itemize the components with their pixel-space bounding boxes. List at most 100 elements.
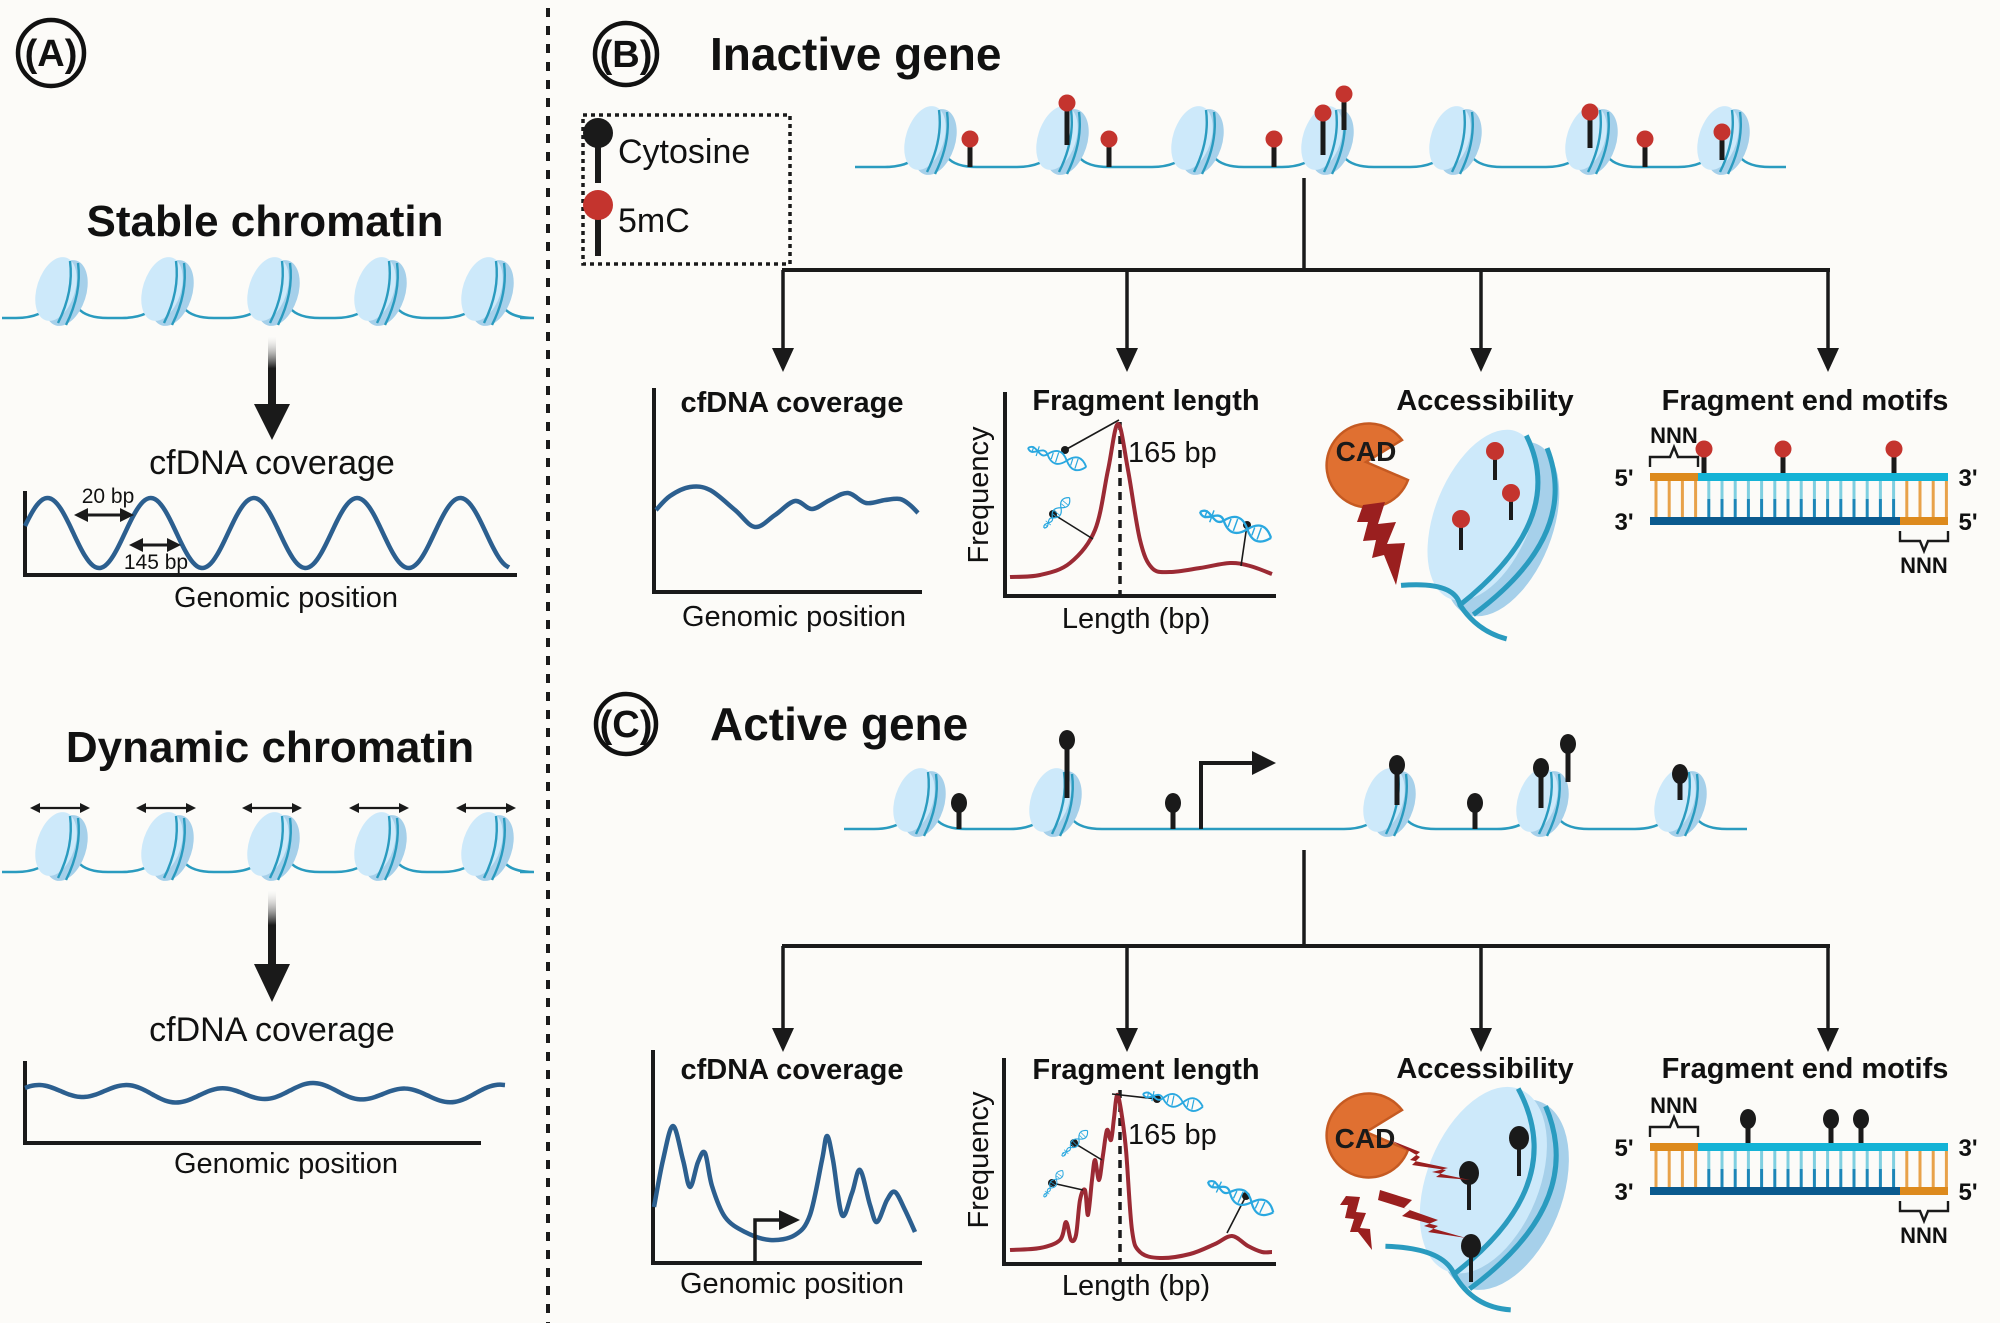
nucleosome-icon	[1162, 99, 1233, 182]
c-length-xlabel: Length (bp)	[1062, 1270, 1210, 1302]
linker-dna	[844, 812, 1747, 831]
dna-fragment-icon	[1196, 503, 1275, 547]
legend-box	[581, 113, 792, 266]
stable-coverage-chart: 20 bp 145 bp	[22, 485, 517, 577]
cytosine-mark-icon	[1672, 764, 1688, 784]
motif-brace-bottom	[1898, 1201, 1950, 1225]
active-gene-chromatin	[844, 730, 1747, 844]
panel-b-badge	[592, 20, 660, 88]
inactive-gene-title: Inactive gene	[710, 28, 1001, 80]
linker-dna	[2, 855, 535, 874]
strand-end-label: 3'	[1958, 1135, 1977, 1162]
b-coverage-title: cfDNA coverage	[681, 387, 904, 419]
c-coverage-curve	[651, 1123, 918, 1243]
strand-end-label: 5'	[1958, 1179, 1977, 1206]
cut-site-icon	[1340, 1196, 1372, 1250]
dynamic-chromatin-fiber	[2, 805, 535, 888]
dynamic-coverage-chart	[23, 1061, 506, 1145]
motif-top-segment	[1650, 1143, 1698, 1151]
motif-brace-bottom	[1898, 531, 1950, 555]
nucleosome-icon	[26, 805, 97, 888]
tss-arrow-icon	[753, 1218, 790, 1262]
nucleosome-icon	[238, 250, 309, 333]
b-length-ylabel: Frequency	[963, 426, 995, 564]
b-coverage-xlabel: Genomic position	[682, 601, 906, 633]
dna-fragment-icon	[1058, 1127, 1091, 1160]
motif-bottom-segment	[1900, 517, 1948, 525]
down-arrow-icon	[1817, 1028, 1839, 1052]
dynamic-xaxis-label: Genomic position	[174, 1148, 398, 1180]
methyl-mark-icon	[1713, 123, 1731, 141]
b-accessibility-illustration: CAD	[1325, 422, 1560, 642]
b-length-chart	[1003, 392, 1276, 598]
cytosine-mark-icon	[1853, 1109, 1869, 1129]
stable-coverage-curve	[22, 495, 511, 571]
cad-enzyme-icon	[1325, 1092, 1410, 1179]
c-accessibility-illustration: CAD	[1325, 1086, 1569, 1313]
legend: Cytosine 5mC	[581, 113, 792, 266]
cytosine-mark-icon	[1389, 755, 1405, 775]
dna-fragment-icon	[1025, 441, 1090, 474]
right-arrow-icon	[186, 803, 196, 813]
b-length-curve	[1009, 421, 1273, 579]
cytosine-mark-icon	[1059, 730, 1075, 750]
left-arrow-icon	[349, 803, 359, 813]
active-branch-connector	[772, 850, 1839, 1052]
panel-c-badge	[593, 691, 659, 757]
down-arrow-icon	[772, 1028, 794, 1052]
dynamic-chromatin-title: Dynamic chromatin	[66, 723, 474, 772]
methyl-mark-icon	[1100, 130, 1118, 148]
c-coverage-title: cfDNA coverage	[681, 1054, 904, 1086]
b-coverage-chart	[652, 388, 922, 594]
strand-end-label: 5'	[1958, 509, 1977, 536]
bottom-strand	[1650, 1187, 1900, 1195]
methyl-mark-icon	[1885, 440, 1903, 458]
tss-arrowhead-icon	[779, 1210, 800, 1230]
motif-brace-top	[1648, 443, 1700, 467]
nucleosome-movement-arrows	[30, 803, 516, 813]
c-motif-title: Fragment end motifs	[1662, 1053, 1949, 1085]
methyl-mark-icon	[1774, 440, 1792, 458]
motif-label-top: NNN	[1650, 1093, 1698, 1118]
dynamic-coverage-curve	[24, 1080, 506, 1105]
right-arrow-icon	[80, 803, 90, 813]
methyl-mark-icon	[1581, 103, 1599, 121]
motif-label-top: NNN	[1650, 423, 1698, 448]
b-motif-title: Fragment end motifs	[1662, 385, 1949, 417]
inactive-gene-chromatin	[855, 85, 1786, 182]
left-arrow-icon	[242, 803, 252, 813]
methyl-mark-icon	[1265, 130, 1283, 148]
nucleosome-icon	[452, 250, 523, 333]
nucleosome-icon	[26, 250, 97, 333]
nucleosome-icon	[452, 805, 523, 888]
c-length-ylabel: Frequency	[963, 1091, 995, 1229]
down-arrow-icon	[772, 348, 794, 372]
c-length-chart	[1002, 1058, 1278, 1266]
linker-length-label: 20 bp	[82, 485, 135, 508]
c-length-curve	[1009, 1092, 1273, 1261]
cytosine-mark-icon	[951, 793, 967, 813]
panel-a: (A) Stable chromatin cfDNA coverage 20 b…	[2, 17, 535, 1180]
stable-chromatin-title: Stable chromatin	[87, 197, 444, 246]
left-arrow-icon	[456, 803, 466, 813]
panel-b-label: (B)	[600, 34, 653, 76]
dynamic-coverage-title: cfDNA coverage	[149, 1011, 395, 1049]
nucleosome-icon	[884, 761, 955, 844]
nucleosome-icon	[132, 250, 203, 333]
methyl-mark-icon	[1636, 130, 1654, 148]
c-coverage-chart	[651, 1050, 922, 1265]
b-length-xlabel: Length (bp)	[1062, 603, 1210, 635]
cytosine-mark-icon	[1467, 793, 1483, 813]
strand-end-label: 3'	[1958, 465, 1977, 492]
down-arrow-icon	[1470, 348, 1492, 372]
nucleosome-length-arrow	[129, 538, 181, 552]
down-arrow-icon	[254, 964, 290, 1002]
panel-b: (B) Inactive gene cfDNA coverage Genomic…	[592, 20, 1978, 642]
arrow-shaft	[268, 890, 276, 968]
dna-fragment-icon	[1203, 1174, 1278, 1221]
nucleosome-icon	[1420, 99, 1491, 182]
stable-xaxis-label: Genomic position	[174, 582, 398, 614]
cad-enzyme-icon	[1325, 422, 1410, 509]
